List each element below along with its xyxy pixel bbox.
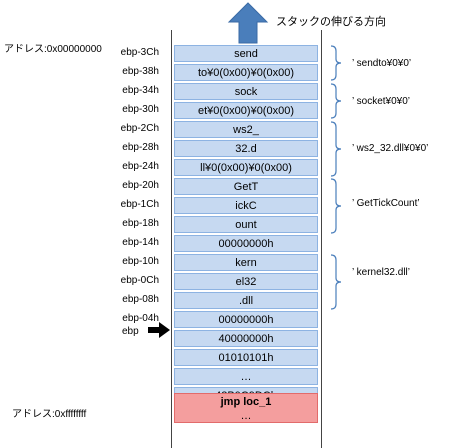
offset-label: ebp-10h <box>122 256 159 267</box>
offset-label: ebp-28h <box>122 142 159 153</box>
brace-ws2-icon <box>330 121 342 177</box>
stack-cell: 00000000h <box>174 235 318 252</box>
brace-gettickcount-icon <box>330 178 342 234</box>
offset-label: ebp-34h <box>122 85 159 96</box>
offset-label: ebp-20h <box>122 180 159 191</box>
note-socket: ’ socket¥0¥0’ <box>352 96 410 107</box>
note-gettickcount: ’ GetTickCount’ <box>352 198 420 209</box>
stack-cell: 40000000h <box>174 330 318 347</box>
address-top-label: アドレス:0x00000000 <box>4 44 102 55</box>
address-bottom-label: アドレス:0xffffffff <box>12 409 87 420</box>
note-kernel32: ’ kernel32.dll’ <box>352 267 410 278</box>
brace-kernel32-icon <box>330 254 342 310</box>
stack-cell: GetT <box>174 178 318 195</box>
jmp-line1: jmp loc_1 <box>220 396 272 408</box>
stack-cell: to¥0(0x00)¥0(0x00) <box>174 64 318 81</box>
jmp-block: jmp loc_1 … <box>174 393 318 423</box>
offset-label: ebp-04h <box>122 313 159 324</box>
offset-label: ebp-18h <box>122 218 159 229</box>
stack-growth-arrow-icon <box>227 2 269 44</box>
stack-cell: sock <box>174 83 318 100</box>
offset-label: ebp-38h <box>122 66 159 77</box>
stack-cell: ount <box>174 216 318 233</box>
stack-cell: ll¥0(0x00)¥0(0x00) <box>174 159 318 176</box>
offset-label: ebp-0Ch <box>120 275 159 286</box>
stack-left-line <box>171 30 172 448</box>
ebp-pointer-arrow-icon <box>148 322 170 338</box>
stack-cell: send <box>174 45 318 62</box>
stack-growth-title: スタックの伸びる方向 <box>276 16 386 28</box>
stack-cell: kern <box>174 254 318 271</box>
stack-cell: … <box>174 368 318 385</box>
brace-sendto-icon <box>330 45 342 81</box>
stack-cell: et¥0(0x00)¥0(0x00) <box>174 102 318 119</box>
offset-label: ebp-30h <box>122 104 159 115</box>
offset-label-ebp: ebp <box>122 326 139 337</box>
stack-cell: ws2_ <box>174 121 318 138</box>
stack-right-line <box>321 30 322 448</box>
note-ws2: ’ ws2_32.dll¥0¥0’ <box>352 143 429 154</box>
offset-label: ebp-1Ch <box>120 199 159 210</box>
offset-label: ebp-2Ch <box>120 123 159 134</box>
jmp-line2: … <box>240 410 252 422</box>
stack-cell: 32.d <box>174 140 318 157</box>
stack-cell: 00000000h <box>174 311 318 328</box>
stack-cell: 01010101h <box>174 349 318 366</box>
brace-socket-icon <box>330 83 342 119</box>
offset-label: ebp-24h <box>122 161 159 172</box>
note-sendto: ’ sendto¥0¥0’ <box>352 58 412 69</box>
offset-label: ebp-3Ch <box>120 47 159 58</box>
stack-cell: el32 <box>174 273 318 290</box>
stack-cell: .dll <box>174 292 318 309</box>
offset-label: ebp-14h <box>122 237 159 248</box>
offset-label: ebp-08h <box>122 294 159 305</box>
stack-cell: ickC <box>174 197 318 214</box>
